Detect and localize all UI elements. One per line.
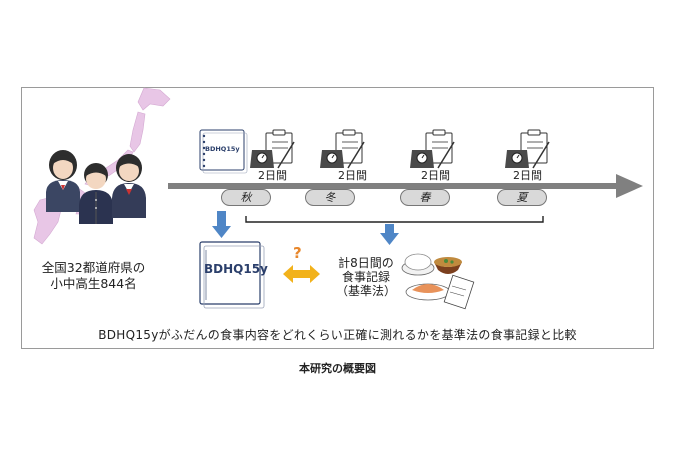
season-autumn: 秋 (221, 189, 271, 206)
diet-record-line3: （基準法） (335, 284, 396, 298)
season-spring: 春 (400, 189, 450, 206)
questionnaire-book-label: BDHQ15y (204, 262, 268, 276)
period-days-1: 2日間 (258, 169, 287, 182)
students-icon (46, 150, 146, 224)
diagram-caption: BDHQ15yがふだんの食事内容をどれくらい正確に測れるかを基準法の食事記録と比… (98, 328, 577, 342)
scale-clipboard-icon (320, 129, 365, 169)
question-mark: ? (293, 244, 302, 262)
questionnaire-small-icon (199, 129, 248, 174)
diet-record-line2: 食事記録 (341, 270, 390, 284)
down-arrow-left (212, 211, 231, 238)
season-winter: 冬 (305, 189, 355, 206)
meal-icon (401, 253, 475, 310)
period-days-3: 2日間 (421, 169, 450, 182)
timeline-arrow (168, 174, 643, 198)
period-days-2: 2日間 (338, 169, 367, 182)
period-days-4: 2日間 (513, 169, 542, 182)
diet-record-label: 計8日間の 食事記録 （基準法） (330, 256, 402, 298)
scale-clipboard-icon (505, 129, 550, 169)
questionnaire-small-label: BDHQ15y (205, 145, 240, 153)
season-summer: 夏 (497, 189, 547, 206)
participants-label: 全国32都道府県の 小中高生844名 (36, 260, 151, 292)
compare-arrow-icon (283, 265, 320, 283)
bracket-line (245, 216, 544, 223)
questionnaire-book-icon (199, 241, 265, 309)
participants-line1: 全国32都道府県の (41, 260, 146, 275)
scale-clipboard-icon (250, 129, 295, 169)
down-arrow-right (380, 224, 399, 245)
participants-line2: 小中高生844名 (50, 276, 137, 291)
diet-record-line1: 計8日間の (338, 256, 394, 270)
scale-clipboard-icon (410, 129, 455, 169)
figure-title: 本研究の概要図 (299, 362, 376, 375)
